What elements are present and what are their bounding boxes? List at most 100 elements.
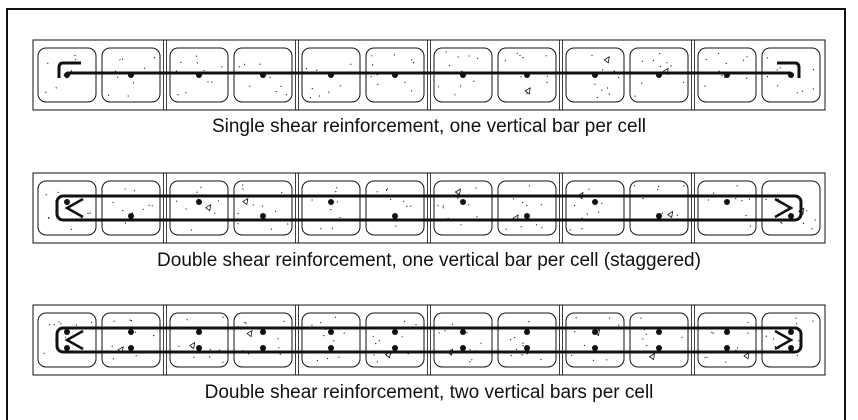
aggregate-speck — [372, 64, 374, 66]
aggregate-speck — [442, 207, 444, 209]
vertical-bar — [64, 72, 70, 78]
aggregate-speck — [316, 359, 318, 362]
hook-left — [57, 61, 81, 78]
aggregate-speck — [774, 346, 777, 348]
aggregate-speck — [64, 336, 67, 338]
aggregate-speck — [336, 201, 339, 203]
aggregate-speck — [112, 358, 114, 360]
aggregate-speck — [522, 202, 524, 204]
aggregate-speck — [633, 185, 636, 187]
aggregate-stone — [454, 188, 461, 196]
aggregate-speck — [581, 228, 583, 230]
aggregate-stone — [603, 55, 610, 64]
aggregate-speck — [153, 335, 155, 337]
aggregate-speck — [336, 187, 338, 189]
aggregate-speck — [476, 57, 479, 59]
aggregate-speck — [811, 228, 813, 230]
grout-cell — [565, 312, 625, 368]
aggregate-speck — [641, 82, 643, 84]
aggregate-speck — [410, 90, 413, 92]
aggregate-speck — [111, 345, 113, 347]
end-tie-left — [64, 329, 84, 351]
aggregate-speck — [778, 348, 780, 350]
aggregate-speck — [45, 91, 47, 93]
aggregate-speck — [244, 63, 246, 65]
vertical-bar — [592, 199, 598, 205]
aggregate-speck — [711, 331, 713, 333]
aggregate-speck — [516, 52, 518, 55]
double-shear-loop — [55, 326, 803, 354]
grout-cell — [697, 47, 757, 103]
aggregate-speck — [741, 200, 743, 202]
aggregate-speck — [316, 69, 318, 71]
aggregate-speck — [457, 56, 459, 58]
aggregate-speck — [445, 51, 447, 53]
aggregate-speck — [735, 198, 737, 200]
aggregate-speck — [285, 94, 287, 96]
aggregate-speck — [521, 354, 523, 356]
aggregate-speck — [203, 69, 205, 72]
aggregate-speck — [178, 345, 180, 347]
aggregate-speck — [682, 81, 685, 83]
vertical-bar — [196, 329, 202, 335]
aggregate-speck — [144, 67, 146, 69]
aggregate-speck — [480, 342, 482, 344]
aggregate-speck — [214, 212, 216, 214]
aggregate-speck — [328, 91, 330, 93]
aggregate-speck — [238, 66, 240, 68]
aggregate-stone — [524, 87, 531, 95]
aggregate-speck — [175, 200, 178, 202]
aggregate-speck — [776, 69, 778, 71]
aggregate-speck — [546, 75, 548, 77]
aggregate-speck — [91, 321, 93, 323]
aggregate-speck — [514, 336, 516, 339]
vertical-bar — [788, 213, 794, 219]
aggregate-speck — [596, 96, 598, 99]
aggregate-speck — [132, 82, 135, 84]
aggregate-speck — [334, 316, 337, 318]
aggregate-speck — [151, 205, 153, 207]
vertical-bar — [260, 345, 266, 351]
vertical-bar — [392, 213, 398, 219]
aggregate-speck — [574, 205, 576, 207]
aggregate-speck — [339, 85, 341, 87]
aggregate-speck — [683, 185, 685, 187]
aggregate-speck — [545, 55, 547, 57]
aggregate-speck — [373, 354, 375, 356]
aggregate-speck — [318, 95, 320, 97]
vertical-bar — [656, 329, 662, 335]
aggregate-speck — [237, 212, 239, 215]
aggregate-speck — [376, 191, 378, 193]
aggregate-speck — [606, 87, 609, 89]
aggregate-speck — [801, 90, 804, 92]
aggregate-speck — [712, 192, 715, 194]
aggregate-speck — [645, 333, 647, 335]
aggregate-speck — [796, 354, 799, 356]
aggregate-speck — [135, 355, 137, 357]
aggregate-speck — [217, 200, 219, 202]
aggregate-speck — [613, 70, 615, 72]
aggregate-speck — [55, 87, 57, 89]
aggregate-speck — [661, 212, 663, 214]
vertical-bar — [524, 213, 530, 219]
aggregate-speck — [765, 335, 768, 337]
aggregate-speck — [510, 338, 512, 341]
aggregate-speck — [339, 216, 341, 219]
aggregate-speck — [705, 58, 707, 61]
aggregate-stone — [242, 197, 249, 206]
aggregate-speck — [87, 212, 89, 215]
grout-cell — [433, 180, 493, 236]
aggregate-speck — [200, 186, 202, 188]
aggregate-speck — [283, 320, 285, 322]
aggregate-speck — [581, 217, 583, 219]
aggregate-speck — [609, 317, 611, 319]
aggregate-speck — [512, 198, 515, 200]
aggregate-speck — [706, 356, 708, 358]
grout-cell — [37, 47, 97, 103]
vertical-bar — [328, 72, 334, 78]
aggregate-speck — [806, 210, 808, 212]
aggregate-speck — [460, 85, 462, 87]
vertical-bar — [392, 345, 398, 351]
grout-cell — [101, 47, 161, 103]
vertical-bar — [788, 345, 794, 351]
